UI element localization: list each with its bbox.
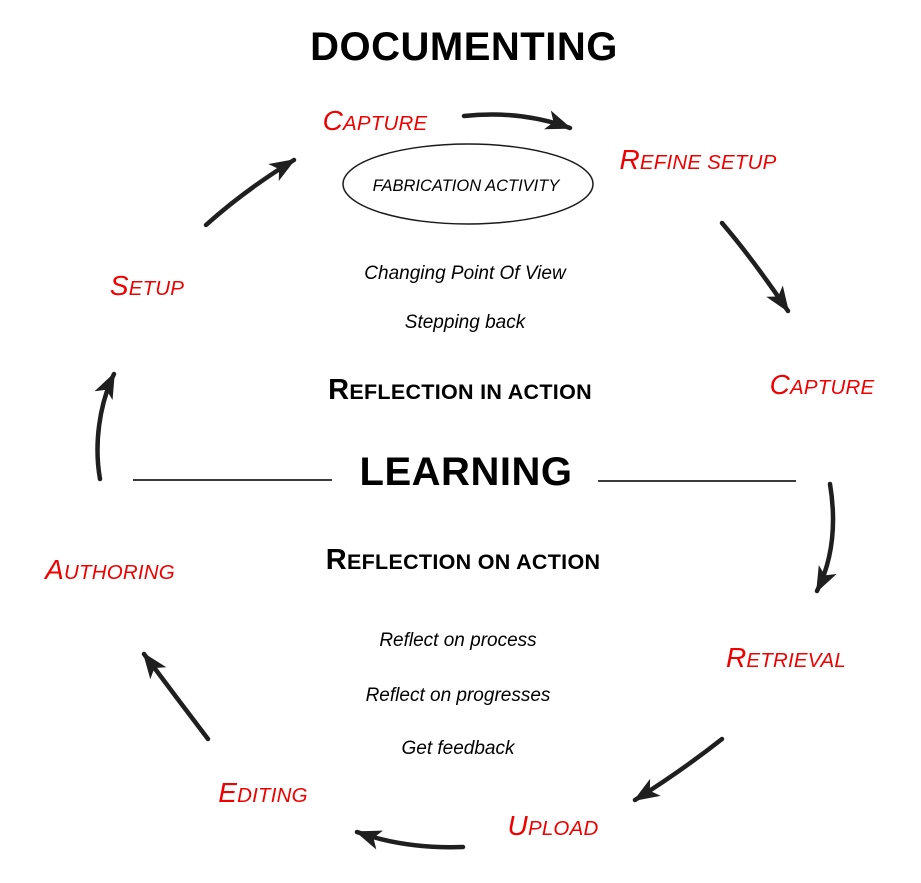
fabrication-activity-label: FABRICATION ACTIVITY [372, 177, 560, 195]
heading-reflection-in-action: Reflection in action [328, 374, 592, 406]
arrow-refine-setup-to-capture [719, 220, 791, 314]
step-upload: Upload [507, 810, 599, 841]
step-editing: Editing [218, 777, 308, 808]
arrow-editing-to-authoring [141, 651, 211, 742]
note-reflect-on-process: Reflect on process [379, 630, 537, 651]
step-refine-setup: Refine setup [619, 144, 777, 175]
note-reflect-on-progresses: Reflect on progresses [365, 685, 551, 706]
step-authoring: Authoring [45, 554, 175, 585]
arrow-retrieval-to-upload [632, 736, 725, 803]
heading-reflection-on-action: Reflection on action [325, 544, 601, 576]
step-capture-top: Capture [322, 105, 428, 136]
step-setup: Setup [109, 270, 185, 301]
step-retrieval: Retrieval [725, 642, 847, 673]
note-changing-point-of-view: Changing Point Of View [364, 263, 566, 284]
arrow-authoring-to-setup [94, 371, 117, 482]
note-stepping-back: Stepping back [404, 312, 526, 333]
heading-learning: LEARNING [359, 450, 573, 494]
note-get-feedback: Get feedback [401, 738, 515, 759]
step-capture-right: Capture [769, 369, 875, 400]
diagram-title: DOCUMENTING [310, 25, 618, 69]
arrow-capture-to-refine-setup [461, 110, 573, 131]
arrow-upload-to-editing [354, 829, 466, 850]
arrow-setup-to-capture [203, 157, 297, 228]
fabrication-activity-ellipse [342, 143, 594, 225]
arrow-capture-to-retrieval [814, 481, 837, 594]
